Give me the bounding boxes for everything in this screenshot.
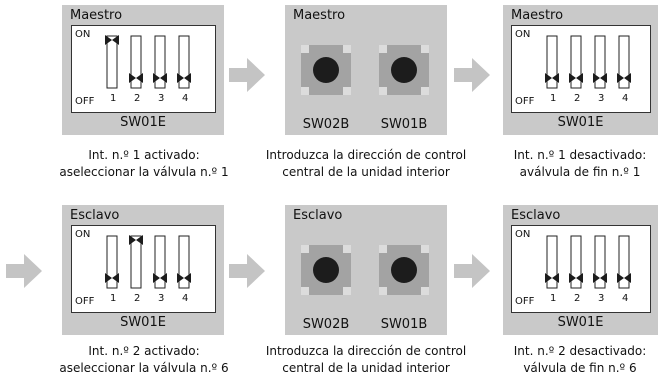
- switch-code: SW01E: [120, 315, 166, 330]
- switch-number-1: 1: [110, 93, 117, 104]
- on-label: ON: [515, 29, 531, 40]
- button-label-sw01b: SW01B: [380, 117, 428, 132]
- caption-line: Introduzca la dirección de control: [265, 344, 467, 358]
- dip-switch-3-down: [593, 35, 607, 89]
- on-label: ON: [75, 29, 91, 40]
- row2-dip-panel-off: Esclavo ON OFF 1 2 3 4 SW01E: [503, 205, 658, 335]
- panel-title: Maestro: [293, 8, 346, 23]
- panel-title: Esclavo: [511, 208, 561, 223]
- switch-number-1: 1: [550, 293, 557, 304]
- caption: Int. n.º 1 activado: aseleccionar la vál…: [52, 147, 236, 181]
- panel-title: Esclavo: [293, 208, 343, 223]
- caption-line: Int. n.º 2 desactivado:: [513, 344, 647, 358]
- on-label: ON: [75, 229, 91, 240]
- switch-number-1: 1: [110, 293, 117, 304]
- row2-dip-panel: Esclavo ON OFF 1 2 3 4 SW01E: [62, 205, 224, 335]
- switch-number-3: 3: [598, 293, 605, 304]
- caption-line: Int. n.º 1 activado:: [88, 148, 200, 162]
- panel-title: Maestro: [70, 8, 123, 23]
- dip-switch-2-up: [129, 235, 143, 289]
- caption-line: aseleccionar la válvula n.º 1: [59, 165, 229, 179]
- off-label: OFF: [515, 96, 535, 107]
- dip-switch-2-down: [569, 235, 583, 289]
- dip-switch-1-up: [105, 35, 119, 89]
- caption: Int. n.º 1 desactivado: aválvula de fin …: [496, 147, 664, 181]
- switch-number-4: 4: [182, 293, 189, 304]
- caption-line: Int. n.º 1 desactivado:: [513, 148, 647, 162]
- switch-number-1: 1: [550, 93, 557, 104]
- off-label: OFF: [75, 96, 95, 107]
- button-label-sw02b: SW02B: [302, 117, 350, 132]
- caption-line: Int. n.º 2 activado:: [88, 344, 200, 358]
- caption: Int. n.º 2 activado: aseleccionar la vál…: [52, 343, 236, 377]
- sw01b-push-button-icon: [379, 245, 429, 295]
- row1-dip-panel: Maestro ON OFF 1 2 3 4 SW01E: [62, 5, 224, 135]
- dip-switch-4-down: [177, 35, 191, 89]
- switch-number-2: 2: [574, 93, 581, 104]
- dip-switch-1-down: [545, 235, 559, 289]
- switch-number-2: 2: [134, 293, 141, 304]
- off-label: OFF: [515, 296, 535, 307]
- caption: Int. n.º 2 desactivado: válvula de fin n…: [496, 343, 664, 377]
- dip-switch-4-down: [617, 235, 631, 289]
- dip-switch-3-down: [153, 35, 167, 89]
- dip-switches: [545, 35, 631, 89]
- row2-button-panel: Esclavo SW02B SW01B: [285, 205, 447, 335]
- row1-dip-panel-off: Maestro ON OFF 1 2 3 4 SW01E: [503, 5, 658, 135]
- dip-switch-box: ON OFF 1 2 3 4: [71, 225, 216, 313]
- panel-title: Maestro: [511, 8, 564, 23]
- caption: Introduzca la dirección de control centr…: [250, 147, 482, 181]
- sw02b-push-button-icon: [301, 245, 351, 295]
- arrow-icon: [229, 58, 265, 92]
- dip-switches: [545, 235, 631, 289]
- sw01b-push-button-icon: [379, 45, 429, 95]
- switch-number-3: 3: [598, 93, 605, 104]
- push-buttons: [301, 45, 429, 95]
- dip-switch-2-down: [129, 35, 143, 89]
- caption-line: aseleccionar la válvula n.º 6: [59, 361, 229, 375]
- dip-switch-4-down: [177, 235, 191, 289]
- dip-switch-box: ON OFF 1 2 3 4: [71, 25, 216, 113]
- arrow-icon: [454, 254, 490, 288]
- off-label: OFF: [75, 296, 95, 307]
- button-label-sw02b: SW02B: [302, 317, 350, 332]
- panel-title: Esclavo: [70, 208, 120, 223]
- dip-switch-3-down: [593, 235, 607, 289]
- dip-switch-1-down: [105, 235, 119, 289]
- dip-switch-1-down: [545, 35, 559, 89]
- switch-number-2: 2: [574, 293, 581, 304]
- arrow-icon: [229, 254, 265, 288]
- switch-number-4: 4: [622, 293, 629, 304]
- dip-switches: [105, 235, 191, 289]
- switch-number-3: 3: [158, 93, 165, 104]
- sw02b-push-button-icon: [301, 45, 351, 95]
- switch-code: SW01E: [557, 115, 604, 130]
- on-label: ON: [515, 229, 531, 240]
- dip-switch-3-down: [153, 235, 167, 289]
- caption-line: central de la unidad interior: [282, 361, 450, 375]
- push-buttons: [301, 245, 429, 295]
- arrow-icon: [6, 254, 42, 288]
- arrow-icon: [454, 58, 490, 92]
- dip-switch-box: ON OFF 1 2 3 4: [511, 25, 651, 113]
- button-label-sw01b: SW01B: [380, 317, 428, 332]
- dip-switch-box: ON OFF 1 2 3 4: [511, 225, 651, 313]
- caption-line: Introduzca la dirección de control: [265, 148, 467, 162]
- caption-line: central de la unidad interior: [282, 165, 450, 179]
- caption: Introduzca la dirección de control centr…: [250, 343, 482, 377]
- dip-switches: [105, 35, 191, 89]
- switch-number-3: 3: [158, 293, 165, 304]
- switch-number-4: 4: [182, 93, 189, 104]
- switch-code: SW01E: [120, 115, 166, 130]
- switch-number-4: 4: [622, 93, 629, 104]
- dip-switch-4-down: [617, 35, 631, 89]
- dip-switch-2-down: [569, 35, 583, 89]
- caption-line: válvula de fin n.º 6: [523, 361, 637, 375]
- switch-number-2: 2: [134, 93, 141, 104]
- row1-button-panel: Maestro SW02B SW01B: [285, 5, 447, 135]
- switch-code: SW01E: [557, 315, 604, 330]
- caption-line: aválvula de fin n.º 1: [519, 165, 641, 179]
